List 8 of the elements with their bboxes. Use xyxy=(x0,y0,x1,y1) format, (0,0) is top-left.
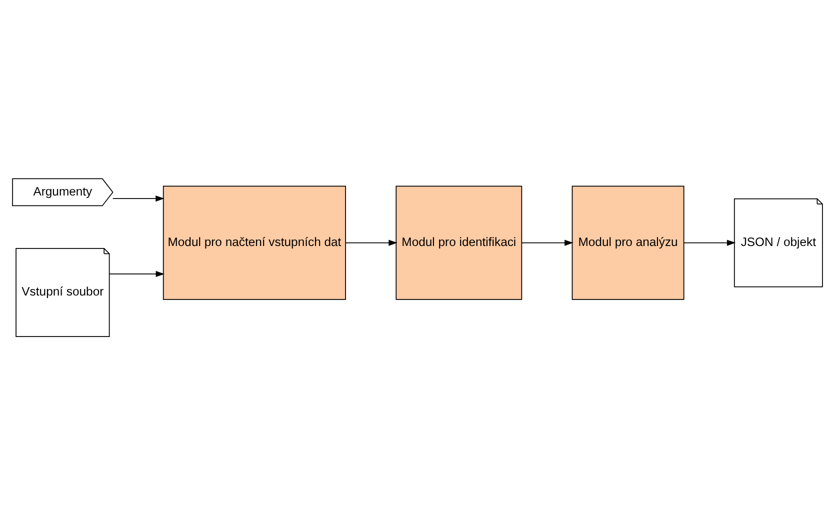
arrow xyxy=(521,240,574,246)
arrow xyxy=(112,196,164,202)
arrow xyxy=(345,240,398,246)
arrow xyxy=(684,240,736,246)
arrow xyxy=(108,270,165,278)
node-box: Modul pro identifikaci xyxy=(396,186,522,300)
node-box: Modul pro načtení vstupních dat xyxy=(162,186,346,300)
node-box: Modul pro analýzu xyxy=(572,186,684,300)
